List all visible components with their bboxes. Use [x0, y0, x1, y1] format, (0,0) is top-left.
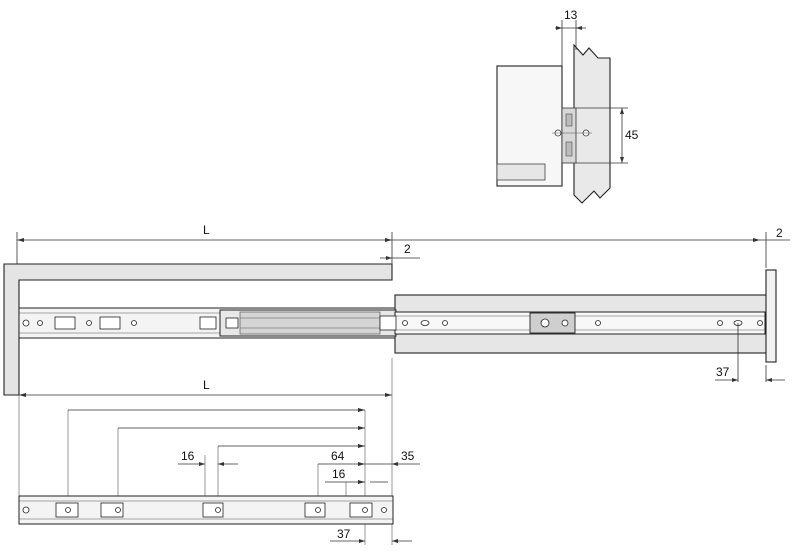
- dim-spacing-16-left-label: 16: [181, 449, 195, 463]
- dim-front-gap-label: 2: [404, 242, 411, 256]
- extended-slide-view: L 2 2: [3, 223, 790, 396]
- dim-offset-35-label: 35: [401, 449, 415, 463]
- cabinet-wall: [573, 43, 611, 204]
- drawer-front: [765, 269, 777, 363]
- dim-rear-gap-label: 2: [776, 226, 783, 240]
- rail-mounting-holes: [22, 316, 217, 330]
- dim-length-bottom-label: L: [203, 378, 210, 392]
- drawer-front-panel: [496, 163, 546, 181]
- inner-rail: [394, 311, 766, 335]
- cabinet-side: [3, 263, 393, 396]
- dim-rear-offset-label: 37: [716, 365, 730, 379]
- dim-length-top-label: L: [203, 223, 210, 237]
- dim-mount-height-label: 45: [625, 128, 639, 142]
- slide-profile: [561, 107, 577, 164]
- inner-rail-holes: [402, 320, 763, 326]
- closed-slide-view: L 16 64 16 35: [18, 358, 420, 545]
- disconnect-lever: [529, 312, 576, 334]
- side-view-inset: 13 45: [496, 8, 639, 204]
- dim-spacing-64-label: 64: [331, 449, 345, 463]
- dim-side-gap-label: 13: [564, 8, 578, 22]
- dim-spacing-16-right-label: 16: [332, 467, 346, 481]
- dim-bottom-offset-37-label: 37: [337, 527, 351, 541]
- ball-cage: [239, 311, 381, 335]
- closed-rail-holes: [22, 502, 387, 518]
